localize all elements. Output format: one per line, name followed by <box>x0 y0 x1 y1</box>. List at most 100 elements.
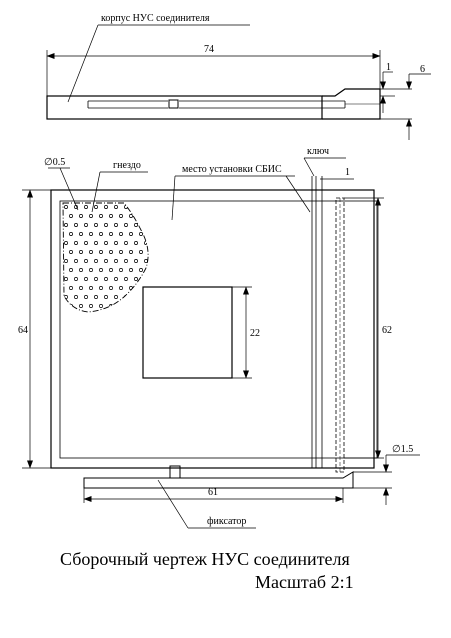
socket-pin <box>99 214 103 218</box>
socket-pin <box>119 214 123 218</box>
socket-pin <box>139 286 143 290</box>
socket-pin <box>129 214 133 218</box>
socket-pin <box>134 223 138 227</box>
socket-pin <box>149 232 152 235</box>
socket-pin <box>134 295 138 299</box>
socket-pin <box>134 205 138 209</box>
socket-pin <box>99 232 103 236</box>
fixer-leader <box>157 479 256 529</box>
drawing-scale: Масштаб 2:1 <box>255 572 354 592</box>
socket-pin <box>144 259 148 263</box>
socket-pin <box>99 304 103 308</box>
socket-pin <box>104 223 108 227</box>
socket-pin <box>104 277 108 281</box>
socket-pin <box>64 241 68 245</box>
socket-pin <box>124 223 128 227</box>
socket-pin <box>94 259 98 263</box>
fixer-label: фиксатор <box>207 516 246 527</box>
dim-bottom-length-value: 61 <box>208 487 218 498</box>
socket-pin <box>124 259 128 263</box>
socket-pin <box>124 295 128 299</box>
socket-pin-grid <box>64 205 152 308</box>
socket-pin <box>109 268 113 272</box>
socket-pin <box>84 259 88 263</box>
socket-pin <box>69 250 73 254</box>
socket-pin <box>89 304 93 308</box>
socket-pin <box>74 223 78 227</box>
dim-bottom-length <box>83 488 344 503</box>
socket-pin <box>94 241 98 245</box>
socket-pin <box>89 232 93 236</box>
socket-pin <box>119 286 123 290</box>
socket-pin <box>79 250 83 254</box>
dim-top-length <box>46 50 381 96</box>
dim-top-right <box>380 71 431 140</box>
socket-pin <box>119 268 123 272</box>
socket-pin <box>64 223 68 227</box>
socket-pin <box>119 304 123 308</box>
socket-pin <box>139 232 143 236</box>
dim-top-length-value: 74 <box>204 44 214 55</box>
socket-pin <box>149 268 152 271</box>
socket-pin <box>74 295 78 299</box>
housing-label: корпус НУС соединителя <box>101 13 210 24</box>
socket-pin <box>109 214 113 218</box>
socket-pin <box>79 286 83 290</box>
dim-pin-value: ∅1.5 <box>392 444 413 455</box>
socket-pin <box>109 232 113 236</box>
socket-pin <box>89 268 93 272</box>
socket-pin <box>129 286 133 290</box>
housing-side-view <box>46 88 381 120</box>
socket-pin <box>124 241 128 245</box>
dim-inner-height-value: 62 <box>382 325 392 336</box>
socket-label: гнездо <box>113 160 141 171</box>
dim-chip-value: 22 <box>250 328 260 339</box>
socket-pin <box>139 268 143 272</box>
socket-pin <box>79 268 83 272</box>
socket-pin <box>69 268 73 272</box>
socket-pin <box>84 223 88 227</box>
socket-pin <box>114 295 118 299</box>
socket-pin <box>129 232 133 236</box>
socket-pin <box>134 241 138 245</box>
dim-top-height-value: 6 <box>420 64 425 75</box>
socket-pin <box>124 277 128 281</box>
socket-pin <box>104 205 108 209</box>
socket-pin <box>89 286 93 290</box>
socket-pin <box>99 286 103 290</box>
socket-pin <box>79 232 83 236</box>
dim-top-small-value: 1 <box>386 62 391 73</box>
socket-pin <box>89 250 93 254</box>
plan-leaders <box>48 157 354 221</box>
dim-inner-height <box>344 197 384 459</box>
socket-pin <box>139 304 143 308</box>
socket-pin <box>114 241 118 245</box>
socket-pin <box>69 232 73 236</box>
socket-pin <box>134 259 138 263</box>
socket-pin <box>134 277 138 281</box>
socket-pin <box>74 277 78 281</box>
dim-height <box>22 189 51 469</box>
socket-pin <box>69 214 73 218</box>
socket-pin <box>139 214 143 218</box>
socket-pin <box>104 295 108 299</box>
housing-plan-view <box>50 176 378 489</box>
key-label: ключ <box>307 146 329 157</box>
socket-pin <box>79 214 83 218</box>
socket-pin <box>149 214 152 217</box>
dim-height-value: 64 <box>18 325 28 336</box>
socket-pin <box>104 259 108 263</box>
socket-pin <box>149 250 152 253</box>
socket-pin <box>144 223 148 227</box>
socket-pin <box>114 259 118 263</box>
socket-pin <box>84 205 88 209</box>
socket-pin <box>109 250 113 254</box>
socket-pin <box>89 214 93 218</box>
socket-pin <box>84 295 88 299</box>
socket-pin <box>64 205 68 209</box>
socket-pin <box>69 286 73 290</box>
socket-pin <box>84 241 88 245</box>
housing-leader <box>67 24 250 103</box>
socket-pin <box>144 241 148 245</box>
socket-pin <box>114 205 118 209</box>
